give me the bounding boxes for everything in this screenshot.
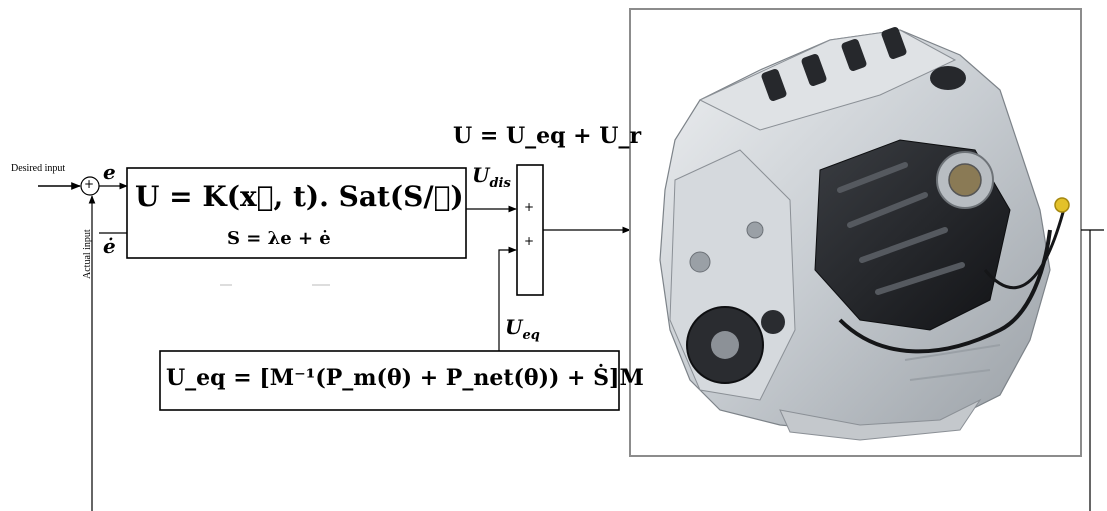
u-eq-label: Ueq (505, 315, 540, 343)
ueq-input-line (498, 246, 517, 351)
desired-input-label: Desired input (11, 163, 66, 174)
summer-block (516, 164, 544, 296)
sum-plus-sign: + (84, 177, 95, 191)
error-dot-label: ė (103, 234, 116, 258)
summer-plus-1: + (524, 200, 535, 214)
actual-input-label: Actual input (82, 229, 93, 279)
error-label: e (103, 160, 116, 184)
summer-plus-2: + (524, 234, 535, 248)
equivalent-control-block (159, 350, 620, 411)
controller-sub-equation: S = λe + ė (227, 228, 331, 249)
engine-photo-icon (659, 26, 1070, 441)
u-dis-label: Udis (472, 163, 511, 191)
controller-main-equation: U = K(x⃗, t). Sat(S/∅) (135, 180, 464, 213)
top-equation: U = U_eq + U_r (453, 123, 642, 149)
equivalent-control-equation: U_eq = [M⁻¹(P_m(θ) + P_net(θ)) + Ṡ]M (166, 365, 644, 391)
controller-block (126, 167, 467, 259)
